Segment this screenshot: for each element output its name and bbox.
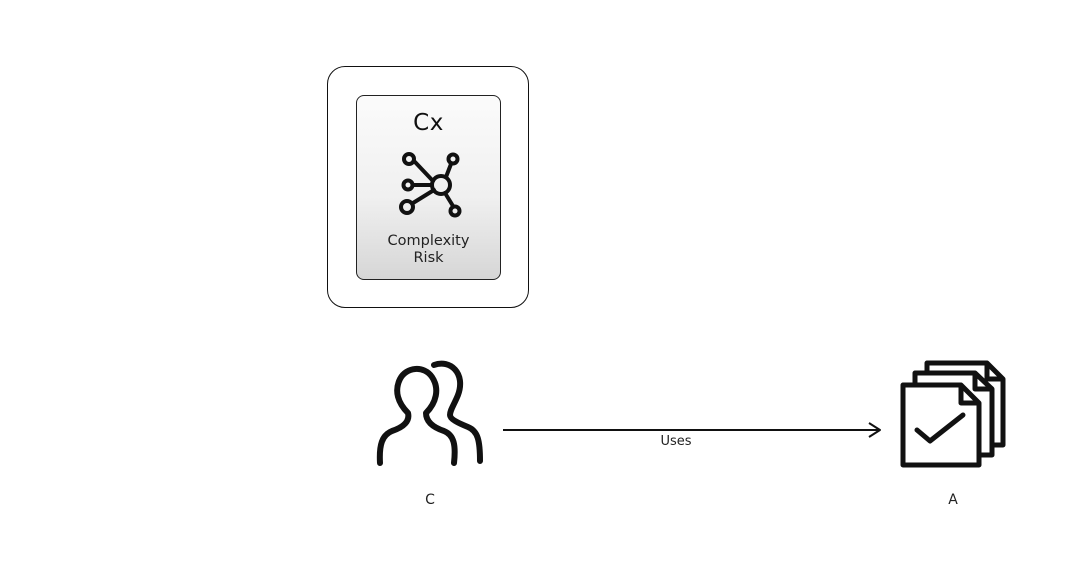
- users-icon[interactable]: [370, 355, 490, 470]
- target-node-label: A: [948, 492, 958, 508]
- risk-code: Cx: [413, 110, 444, 136]
- risk-label-line1: Complexity: [387, 233, 470, 249]
- edge-label: Uses: [660, 434, 692, 449]
- risk-label: Complexity Risk: [356, 233, 501, 267]
- risk-card[interactable]: [356, 95, 501, 280]
- uses-arrow[interactable]: [500, 418, 885, 442]
- stacked-documents-check-icon[interactable]: [895, 355, 1010, 470]
- source-node-label: C: [425, 492, 435, 508]
- risk-label-line2: Risk: [413, 250, 444, 266]
- network-hub-icon: [399, 152, 462, 218]
